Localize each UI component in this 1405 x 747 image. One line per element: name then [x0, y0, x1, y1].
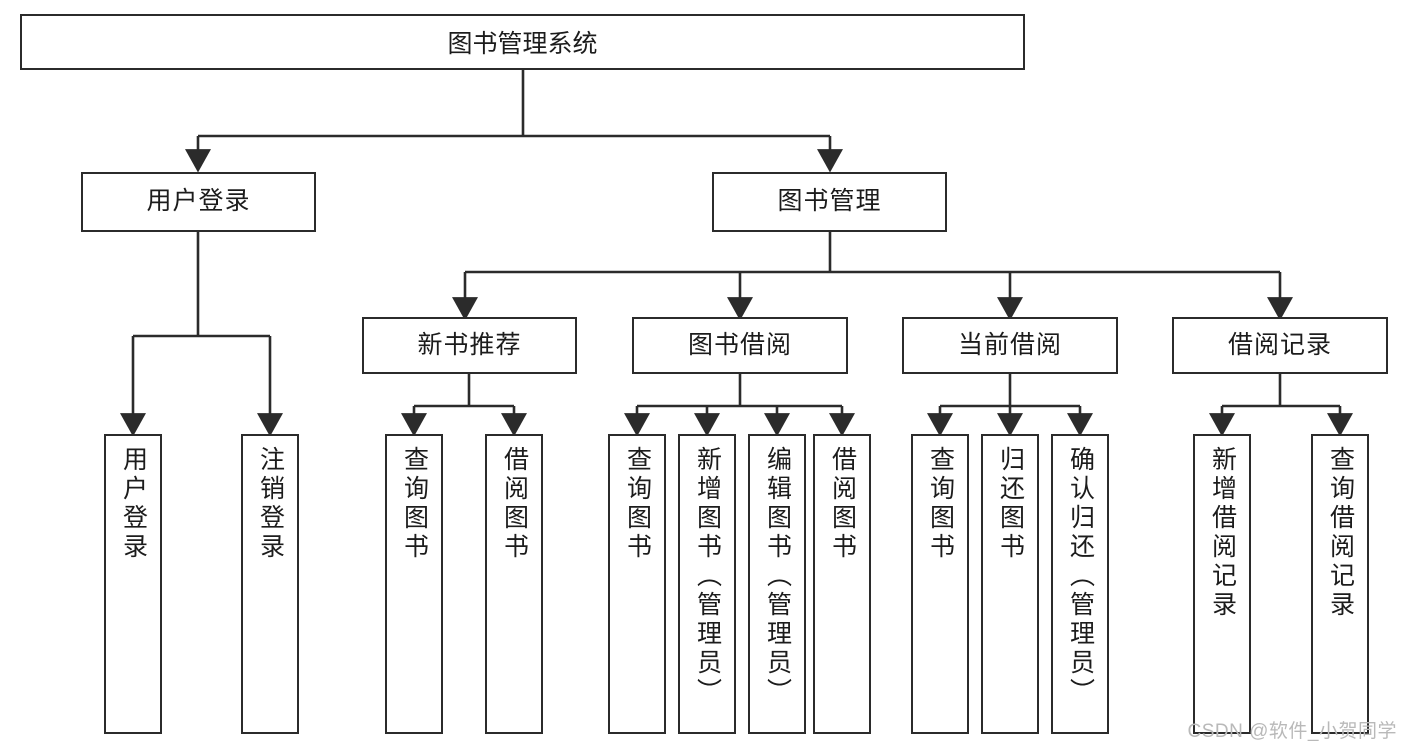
node-root-system[interactable]: 图书管理系统	[20, 14, 1025, 70]
node-label: 图书借阅	[687, 330, 792, 359]
node-book-borrow[interactable]: 图书借阅	[632, 317, 848, 374]
watermark: CSDN @软件_小贺同学	[1187, 721, 1397, 742]
node-leaf-borrow-book-2[interactable]: 借阅图书	[813, 434, 871, 734]
node-label: 用户登录	[119, 446, 148, 562]
node-leaf-add-book[interactable]: 新增图书（管理员）	[678, 434, 736, 734]
node-label: 新书推荐	[417, 330, 522, 359]
node-leaf-confirm-return[interactable]: 确认归还（管理员）	[1051, 434, 1109, 734]
node-leaf-query-book-3[interactable]: 查询图书	[911, 434, 969, 734]
node-label: 当前借阅	[957, 330, 1062, 359]
node-label: 编辑图书（管理员）	[763, 446, 792, 707]
node-label: 确认归还（管理员）	[1066, 446, 1095, 707]
node-label: 图书管理系统	[447, 30, 598, 58]
node-label: 查询图书	[400, 446, 429, 562]
node-leaf-query-book-1[interactable]: 查询图书	[385, 434, 443, 734]
node-leaf-query-book-2[interactable]: 查询图书	[608, 434, 666, 734]
node-label: 用户登录	[146, 187, 251, 216]
node-label: 图书管理	[777, 187, 882, 216]
node-current-borrow[interactable]: 当前借阅	[902, 317, 1118, 374]
node-label: 查询图书	[926, 446, 955, 562]
node-label: 借阅图书	[500, 446, 529, 562]
node-user-login[interactable]: 用户登录	[81, 172, 316, 232]
node-leaf-edit-book[interactable]: 编辑图书（管理员）	[748, 434, 806, 734]
node-leaf-query-record[interactable]: 查询借阅记录	[1311, 434, 1369, 734]
node-label: 查询借阅记录	[1326, 446, 1355, 620]
node-leaf-return-book[interactable]: 归还图书	[981, 434, 1039, 734]
node-label: 注销登录	[256, 446, 285, 562]
node-label: 借阅图书	[828, 446, 857, 562]
node-label: 归还图书	[996, 446, 1025, 562]
node-label: 借阅记录	[1227, 330, 1332, 359]
node-label: 新增图书（管理员）	[693, 446, 722, 707]
node-label: 新增借阅记录	[1208, 446, 1237, 620]
node-leaf-borrow-book-1[interactable]: 借阅图书	[485, 434, 543, 734]
node-leaf-user-logout[interactable]: 注销登录	[241, 434, 299, 734]
node-leaf-user-login[interactable]: 用户登录	[104, 434, 162, 734]
node-label: 查询图书	[623, 446, 652, 562]
node-borrow-record[interactable]: 借阅记录	[1172, 317, 1388, 374]
node-new-book-recommend[interactable]: 新书推荐	[362, 317, 577, 374]
node-book-management[interactable]: 图书管理	[712, 172, 947, 232]
node-leaf-add-record[interactable]: 新增借阅记录	[1193, 434, 1251, 734]
